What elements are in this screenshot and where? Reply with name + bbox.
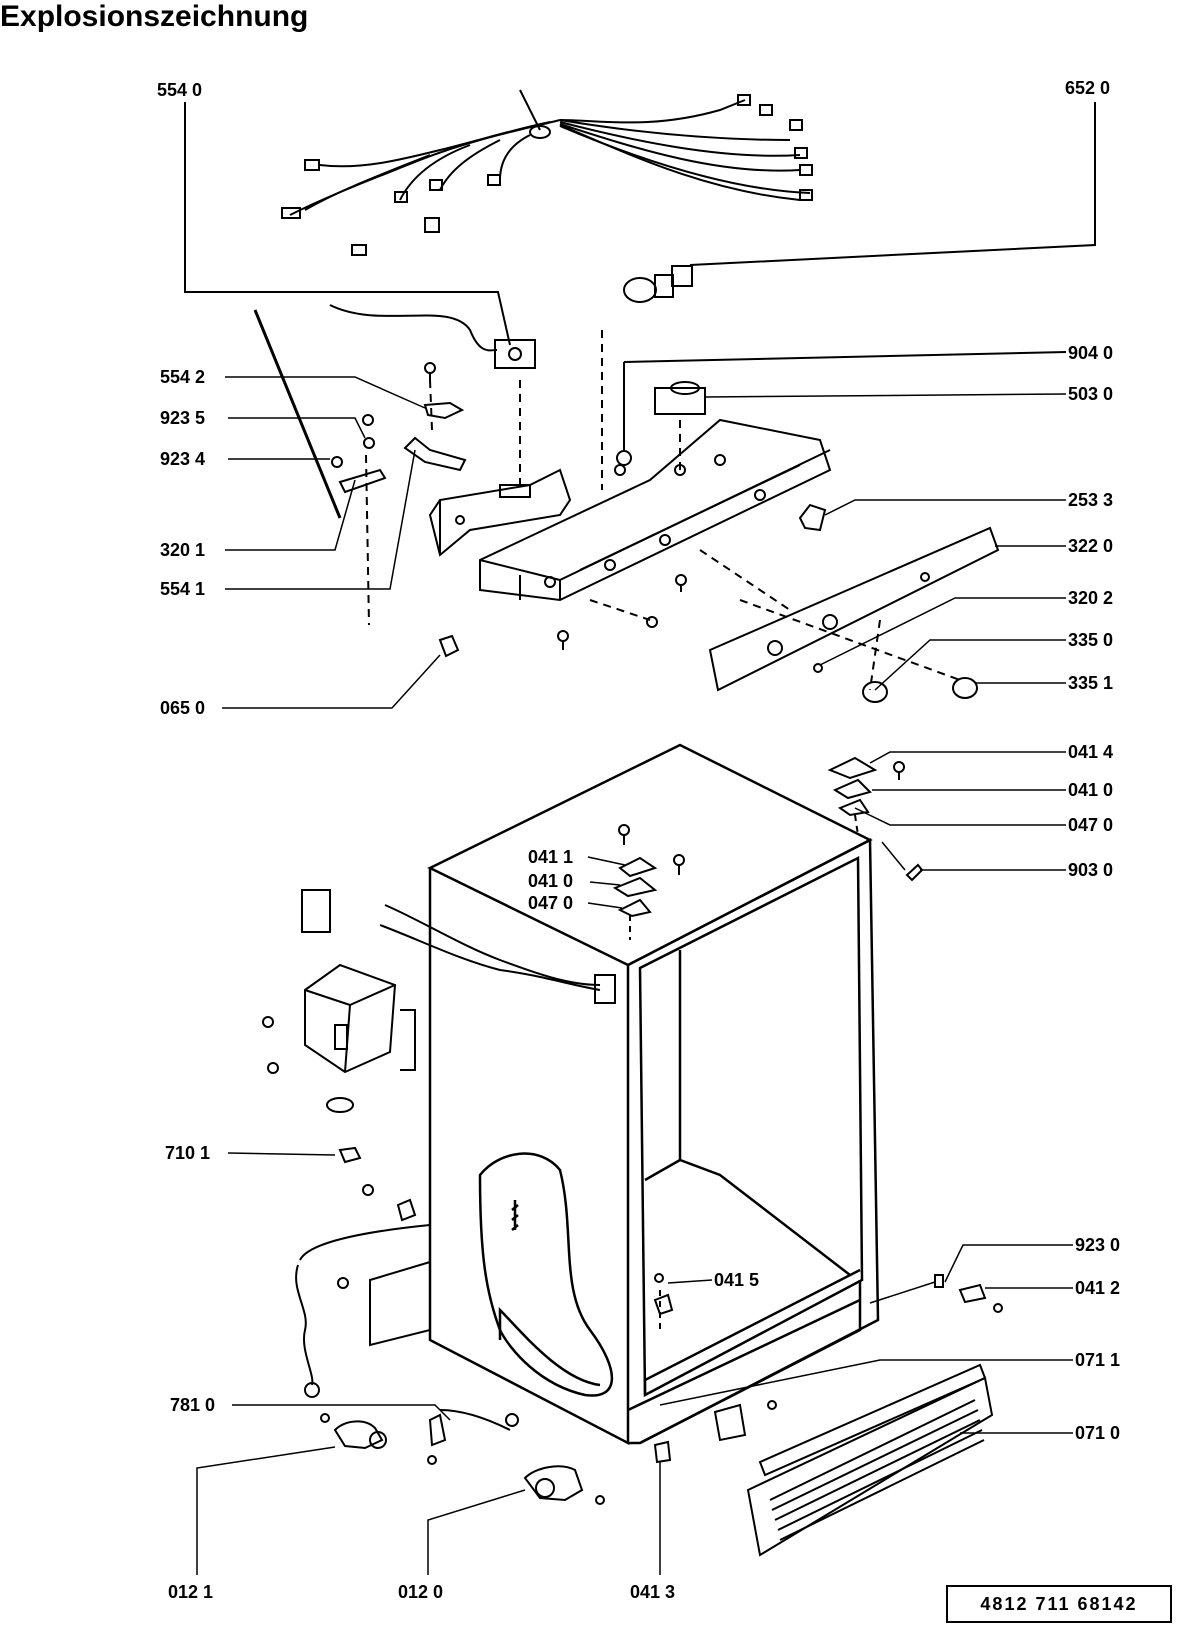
label-041-5: 041 5 bbox=[714, 1270, 759, 1290]
label-047-0-right: 047 0 bbox=[1068, 815, 1113, 835]
label-041-0-right: 041 0 bbox=[1068, 780, 1113, 800]
label-710-1: 710 1 bbox=[165, 1143, 210, 1163]
label-554-2: 554 2 bbox=[160, 367, 205, 387]
label-335-1: 335 1 bbox=[1068, 673, 1113, 693]
label-047-0-center: 047 0 bbox=[528, 893, 573, 913]
wiring-harness bbox=[281, 89, 813, 256]
thermostat-part bbox=[329, 304, 536, 369]
label-554-1: 554 1 bbox=[160, 579, 205, 599]
control-housing bbox=[479, 418, 832, 602]
panel-strip bbox=[708, 526, 1000, 692]
label-781-0: 781 0 bbox=[170, 1395, 215, 1415]
cabinet bbox=[427, 743, 880, 1446]
lamp-part bbox=[623, 265, 693, 303]
label-012-0: 012 0 bbox=[398, 1582, 443, 1602]
label-923-4: 923 4 bbox=[160, 449, 205, 469]
label-041-2: 041 2 bbox=[1075, 1278, 1120, 1298]
hinge-parts-top bbox=[612, 756, 905, 918]
label-071-0: 071 0 bbox=[1075, 1423, 1120, 1443]
label-253-3: 253 3 bbox=[1068, 490, 1113, 510]
label-652-0: 652 0 bbox=[1065, 78, 1110, 98]
lower-left-parts bbox=[295, 1146, 431, 1398]
screws bbox=[362, 362, 687, 650]
kick-plate bbox=[746, 1363, 994, 1557]
label-335-0: 335 0 bbox=[1068, 630, 1113, 650]
label-012-1: 012 1 bbox=[168, 1582, 213, 1602]
label-923-0: 923 0 bbox=[1075, 1235, 1120, 1255]
reference-number-box: 4812 711 68142 bbox=[946, 1585, 1172, 1623]
label-904-0: 904 0 bbox=[1068, 343, 1113, 363]
label-320-1: 320 1 bbox=[160, 540, 205, 560]
page-title: Explosionszeichnung bbox=[0, 0, 309, 33]
label-503-0: 503 0 bbox=[1068, 384, 1113, 404]
label-320-2: 320 2 bbox=[1068, 588, 1113, 608]
mounting-bracket bbox=[428, 468, 572, 557]
label-903-0: 903 0 bbox=[1068, 860, 1113, 880]
label-041-3: 041 3 bbox=[630, 1582, 675, 1602]
bottom-parts bbox=[320, 1273, 1003, 1505]
label-041-1: 041 1 bbox=[528, 847, 573, 867]
label-554-0: 554 0 bbox=[157, 80, 202, 100]
label-322-0: 322 0 bbox=[1068, 536, 1113, 556]
label-065-0: 065 0 bbox=[160, 698, 205, 718]
label-071-1: 071 1 bbox=[1075, 1350, 1120, 1370]
label-041-4: 041 4 bbox=[1068, 742, 1113, 762]
label-041-0-center: 041 0 bbox=[528, 871, 573, 891]
part-labels: 554 0 652 0 904 0 503 0 554 2 923 5 923 … bbox=[157, 78, 1120, 1602]
knob-parts bbox=[813, 663, 978, 703]
label-923-5: 923 5 bbox=[160, 408, 205, 428]
leader-lines bbox=[196, 376, 1073, 1575]
electrical-box bbox=[262, 889, 616, 1113]
switch-part bbox=[654, 381, 706, 415]
